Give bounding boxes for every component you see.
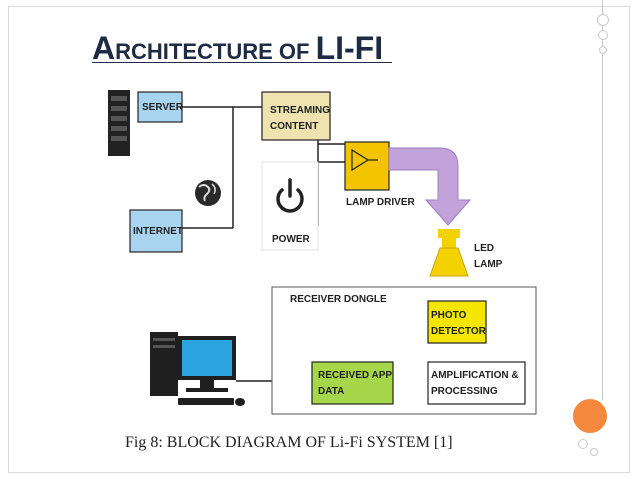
title-initial: A [92,30,116,66]
decorative-circle-accent [573,399,607,433]
receiver-dongle-label: RECEIVER DONGLE [290,294,387,305]
led-label-1: LED [474,243,494,254]
power-icon [276,178,304,213]
decorative-circle [597,14,609,26]
globe-icon [195,180,221,206]
decorative-circle [598,30,608,40]
amplification-processing-box [427,361,526,405]
decorative-circle [590,448,598,456]
server-box [137,91,183,123]
title-rest: RCHITECTURE [115,39,279,64]
amp-label-1: AMPLIFICATION & [431,370,519,381]
amplifier-triangle-icon [351,148,378,172]
decorative-circle [599,46,607,54]
lamp-driver-label: LAMP DRIVER [346,197,415,208]
streaming-label-2: CONTENT [270,121,318,132]
amp-label-2: PROCESSING [431,386,498,397]
received-app-data-box [311,361,394,405]
figure-caption: Fig 8: BLOCK DIAGRAM OF Li-Fi SYSTEM [1] [125,434,453,451]
title-lifi: LI-FI [315,30,384,66]
power-label: POWER [272,234,311,245]
internet-box [129,209,183,253]
streaming-content-box [261,91,331,141]
led-label-2: LAMP [474,259,503,270]
decorative-line [602,0,603,400]
photo-label-1: PHOTO [431,310,467,321]
streaming-label-1: STREAMING [270,105,330,116]
internet-label: INTERNET [133,226,183,237]
power-box [261,161,319,251]
slide-title: ARCHITECTURE OF LI-FI [92,30,392,67]
computer-icon [150,332,245,406]
led-lamp-icon [429,229,469,277]
received-label-1: RECEIVED APP [318,370,392,381]
received-label-2: DATA [318,386,344,397]
signal-arrow-icon [388,147,472,226]
server-tower-icon [108,90,130,156]
title-of: OF [278,39,316,64]
decorative-circle [578,439,588,449]
photo-label-2: DETECTOR [431,326,487,337]
server-label: SERVER [142,102,184,113]
photo-detector-box [427,300,487,344]
